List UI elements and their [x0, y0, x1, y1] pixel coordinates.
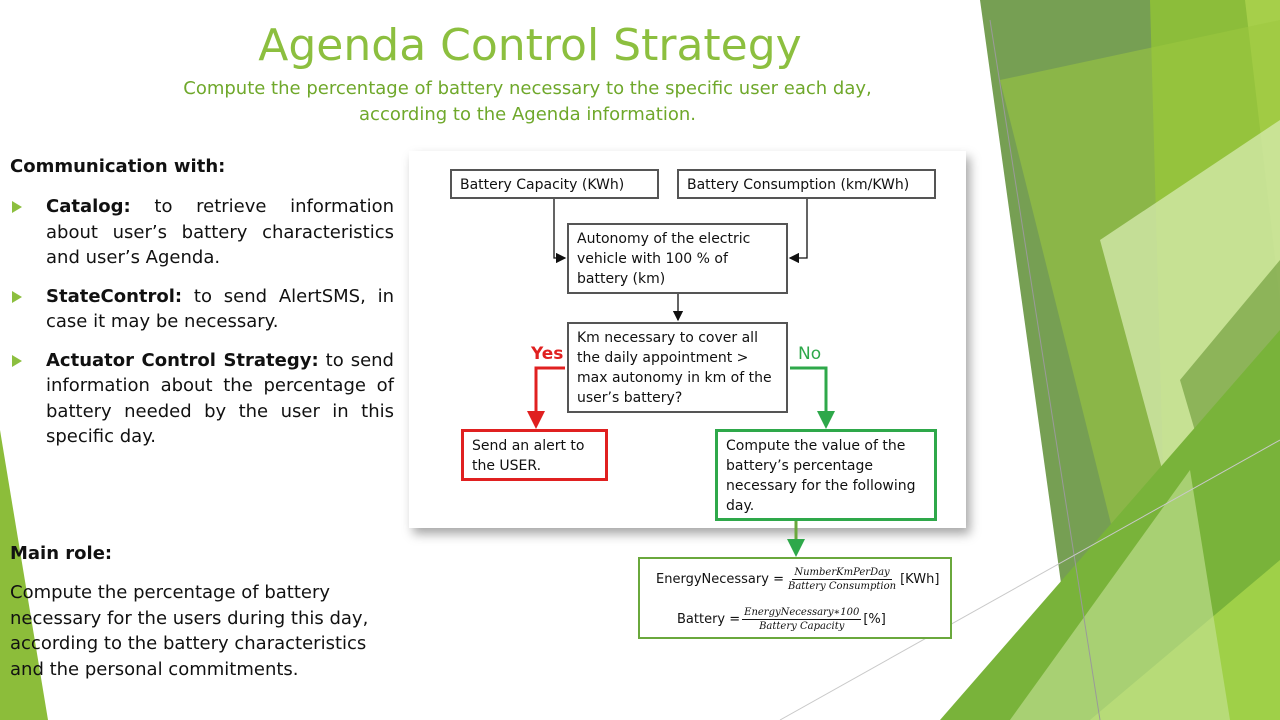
bullet-arrow-icon	[12, 290, 22, 303]
energy-lhs: EnergyNecessary =	[656, 572, 784, 587]
battery-numerator: EnergyNecessary∗100	[742, 607, 862, 620]
compute-box: Compute the value of the battery’s perce…	[715, 429, 937, 521]
slide-subtitle: Compute the percentage of battery necess…	[0, 76, 1055, 128]
subtitle-line-2: according to the Agenda information.	[359, 104, 696, 125]
battery-consumption-box: Battery Consumption (km/KWh)	[677, 169, 936, 199]
battery-denominator: Battery Capacity	[759, 621, 845, 632]
battery-fraction: EnergyNecessary∗100 Battery Capacity	[742, 607, 862, 632]
item-text: to send information about the percentage…	[46, 349, 394, 448]
main-role-heading: Main role:	[10, 543, 113, 564]
yes-label: Yes	[531, 344, 564, 364]
communication-list: Catalog: to retrieve information about u…	[10, 194, 394, 463]
item-term: StateControl:	[46, 285, 183, 307]
item-term: Catalog:	[46, 196, 131, 217]
subtitle-line-1: Compute the percentage of battery necess…	[183, 78, 872, 99]
list-item-statecontrol: StateControl: to send AlertSMS, in case …	[10, 284, 394, 335]
energy-formula: EnergyNecessary = NumberKmPerDay Battery…	[656, 567, 939, 592]
battery-lhs: Battery =	[677, 612, 741, 627]
battery-unit: [%]	[863, 612, 886, 627]
bullet-arrow-icon	[12, 201, 22, 213]
energy-numerator: NumberKmPerDay	[792, 567, 892, 580]
energy-unit: [KWh]	[900, 572, 940, 587]
alert-box: Send an alert to the USER.	[461, 429, 608, 481]
item-text: to send AlertSMS, in case it may be nece…	[46, 285, 394, 333]
main-role-text: Compute the percentage of battery necess…	[10, 582, 369, 680]
slide-title: Agenda Control Strategy	[258, 20, 802, 71]
item-text: to retrieve information about user’s bat…	[46, 196, 394, 268]
decision-box: Km necessary to cover all the daily appo…	[567, 322, 788, 413]
energy-denominator: Battery Consumption	[787, 581, 897, 592]
battery-formula: Battery = EnergyNecessary∗100 Battery Ca…	[677, 607, 886, 632]
list-item-catalog: Catalog: to retrieve information about u…	[10, 194, 394, 271]
list-item-actuator: Actuator Control Strategy: to send infor…	[10, 348, 394, 450]
energy-fraction: NumberKmPerDay Battery Consumption	[786, 567, 898, 592]
item-term: Actuator Control Strategy:	[46, 349, 319, 371]
communication-heading: Communication with:	[10, 156, 226, 177]
bullet-arrow-icon	[12, 354, 22, 367]
battery-capacity-box: Battery Capacity (KWh)	[450, 169, 659, 199]
formula-box: EnergyNecessary = NumberKmPerDay Battery…	[638, 557, 952, 639]
no-label: No	[798, 344, 822, 364]
autonomy-box: Autonomy of the electric vehicle with 10…	[567, 223, 788, 294]
